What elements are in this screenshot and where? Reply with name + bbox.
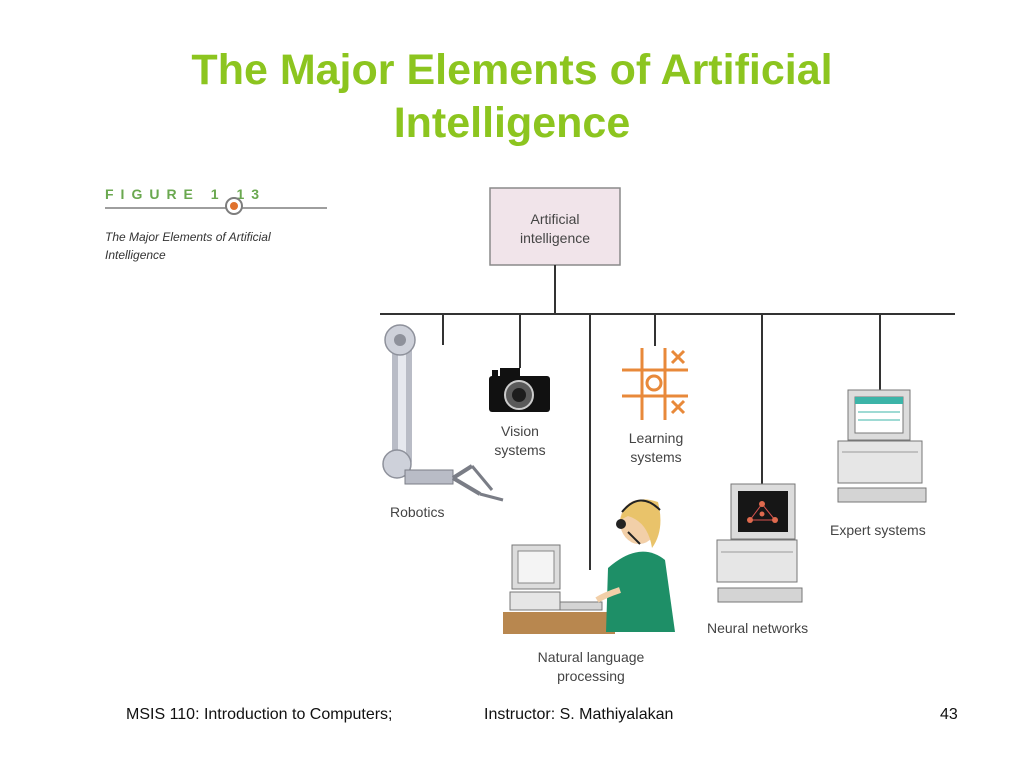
- slide-title: The Major Elements of Artificial Intelli…: [112, 44, 912, 150]
- vision-label-1: Vision: [501, 423, 539, 439]
- robotic-arm-icon: [382, 324, 504, 502]
- robotics-label: Robotics: [390, 504, 444, 520]
- footer-instructor: Instructor: S. Mathiyalakan: [484, 706, 674, 723]
- figure-rule: [105, 207, 327, 209]
- page-number: 43: [940, 706, 958, 723]
- learning-label-2: systems: [630, 449, 681, 465]
- computer-icon-expert: [837, 389, 927, 503]
- vision-label-2: systems: [494, 442, 545, 458]
- figure-description: The Major Elements of Artificial Intelli…: [105, 230, 271, 262]
- root-node-box: [489, 187, 621, 266]
- figure-marker-icon: [225, 197, 243, 215]
- root-node-label-1: Artificial: [530, 211, 579, 227]
- neural-label: Neural networks: [707, 620, 808, 636]
- nlp-label-1: Natural language: [538, 649, 645, 665]
- footer-course: MSIS 110: Introduction to Computers;: [126, 706, 393, 723]
- camera-icon: [489, 368, 550, 412]
- computer-icon-neural: [716, 483, 803, 603]
- learning-label-1: Learning: [629, 430, 684, 446]
- tic-tac-toe-icon: [622, 348, 688, 420]
- figure-label: FIGURE 1 13: [105, 186, 267, 202]
- nlp-label-2: processing: [557, 668, 625, 684]
- expert-label: Expert systems: [830, 522, 926, 538]
- root-node-label-2: intelligence: [520, 230, 590, 246]
- title-line-2: Intelligence: [393, 99, 631, 147]
- person-at-computer-icon: [503, 499, 675, 634]
- title-line-1: The Major Elements of Artificial: [191, 46, 833, 94]
- connector-lines: [380, 265, 955, 570]
